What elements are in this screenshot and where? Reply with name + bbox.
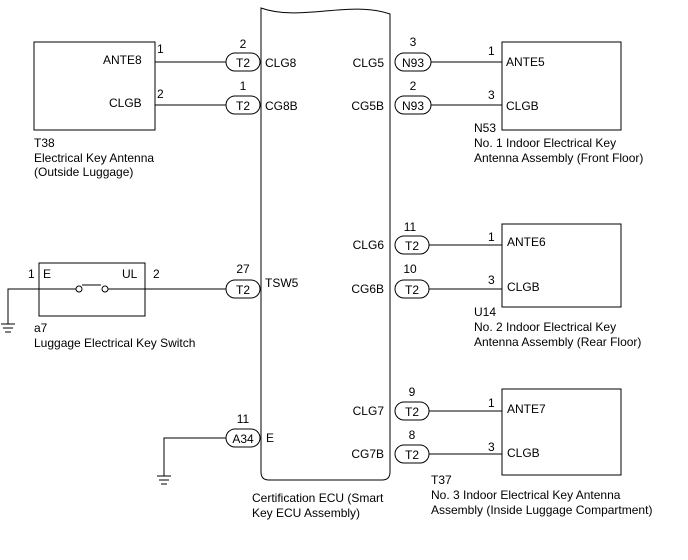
ecu-pin-cg8b: CG8B bbox=[265, 99, 298, 113]
u14-code: U14 bbox=[474, 305, 496, 319]
t37-terminal-ante7: ANTE7 bbox=[507, 402, 546, 416]
a7-terminal-ul: UL bbox=[122, 267, 138, 281]
ecu-pin-e: E bbox=[266, 431, 274, 445]
pin-t2-cg6b: 10 bbox=[403, 262, 417, 276]
connector-t2-cg6b-label: T2 bbox=[405, 283, 419, 297]
n53-pin-1: 1 bbox=[488, 44, 495, 58]
a7-terminal-e: E bbox=[43, 267, 51, 281]
t38-pin-1: 1 bbox=[157, 42, 164, 56]
t38-name-line2: (Outside Luggage) bbox=[34, 165, 133, 179]
connector-a34-e bbox=[225, 428, 261, 448]
n53-terminal-clgb: CLGB bbox=[506, 99, 539, 113]
a7-pin-right: 2 bbox=[153, 267, 160, 281]
u14-terminal-ante6: ANTE6 bbox=[507, 235, 546, 249]
connector-t2-tsw5 bbox=[225, 279, 261, 299]
n53-name-line1: No. 1 Indoor Electrical Key bbox=[474, 136, 616, 150]
n53-name-line2: Antenna Assembly (Front Floor) bbox=[474, 151, 643, 165]
t38-code: T38 bbox=[34, 136, 55, 150]
connector-a34-e-label: A34 bbox=[232, 432, 254, 446]
pin-t2-clg8: 2 bbox=[240, 37, 247, 51]
n53-terminal-ante5: ANTE5 bbox=[506, 55, 545, 69]
t38-pin-2: 2 bbox=[157, 87, 164, 101]
connector-t2-cg8b bbox=[225, 95, 261, 115]
ecu-label-line1: Certification ECU (Smart bbox=[252, 491, 384, 505]
ecu-pin-clg8: CLG8 bbox=[265, 56, 297, 70]
connector-t2-cg7b-label: T2 bbox=[405, 448, 419, 462]
pin-t2-clg6: 11 bbox=[404, 220, 417, 234]
u14-terminal-clgb: CLGB bbox=[507, 280, 540, 294]
a7-pin-left: 1 bbox=[28, 267, 35, 281]
wire-e-ground bbox=[163, 437, 226, 476]
a7-name: Luggage Electrical Key Switch bbox=[34, 336, 195, 350]
connector-n93-clg5-label: N93 bbox=[402, 56, 424, 70]
t37-name-line1: No. 3 Indoor Electrical Key Antenna bbox=[431, 488, 621, 502]
pin-t2-cg8b: 1 bbox=[240, 79, 247, 93]
t37-antenna-box bbox=[501, 388, 622, 476]
pin-t2-clg7: 9 bbox=[409, 385, 416, 399]
ecu-pin-cg7b: CG7B bbox=[351, 447, 384, 461]
u14-name-line2: Antenna Assembly (Rear Floor) bbox=[474, 335, 641, 349]
t38-terminal-clgb: CLGB bbox=[109, 96, 142, 110]
ecu-pin-clg6: CLG6 bbox=[353, 238, 385, 252]
connector-t2-clg8-label: T2 bbox=[236, 56, 250, 70]
u14-pin-1: 1 bbox=[488, 230, 495, 244]
ecu-pin-tsw5: TSW5 bbox=[265, 276, 299, 290]
t37-terminal-clgb: CLGB bbox=[507, 446, 540, 460]
a7-switch-contact-right bbox=[101, 285, 109, 293]
wire-a7-ground bbox=[7, 288, 39, 324]
pin-t2-tsw5: 27 bbox=[236, 262, 250, 276]
pin-n93-clg5: 3 bbox=[410, 35, 417, 49]
t37-pin-3: 3 bbox=[488, 440, 495, 454]
connector-t2-clg7-label: T2 bbox=[405, 405, 419, 419]
connector-t2-clg6-label: T2 bbox=[405, 239, 419, 253]
u14-name-line1: No. 2 Indoor Electrical Key bbox=[474, 320, 616, 334]
a7-switch-contact-left bbox=[75, 285, 83, 293]
n53-pin-3: 3 bbox=[488, 88, 495, 102]
ecu-pin-cg6b: CG6B bbox=[351, 282, 384, 296]
u14-antenna-box bbox=[501, 223, 622, 308]
a7-code: a7 bbox=[34, 321, 48, 335]
t38-terminal-ante8: ANTE8 bbox=[103, 53, 142, 67]
t37-pin-1: 1 bbox=[488, 396, 495, 410]
ecu-pin-clg5: CLG5 bbox=[353, 56, 385, 70]
n53-antenna-box bbox=[501, 41, 622, 131]
ecu-label-line2: Key ECU Assembly) bbox=[252, 506, 360, 520]
connector-n93-cg5b-label: N93 bbox=[402, 99, 424, 113]
ecu-pin-clg7: CLG7 bbox=[353, 404, 385, 418]
connector-t2-clg8 bbox=[225, 52, 261, 72]
pin-a34-e: 11 bbox=[237, 412, 250, 426]
connector-t2-tsw5-label: T2 bbox=[236, 283, 250, 297]
u14-pin-3: 3 bbox=[488, 273, 495, 287]
t37-code: T37 bbox=[431, 473, 452, 487]
connector-t2-cg8b-label: T2 bbox=[236, 99, 250, 113]
n53-code: N53 bbox=[474, 121, 496, 135]
pin-n93-cg5b: 2 bbox=[410, 79, 417, 93]
pin-t2-cg7b: 8 bbox=[409, 428, 416, 442]
ecu-body bbox=[260, 7, 391, 481]
t37-name-line2: Assembly (Inside Luggage Compartment) bbox=[431, 503, 652, 517]
ecu-pin-cg5b: CG5B bbox=[351, 99, 384, 113]
t38-name-line1: Electrical Key Antenna bbox=[34, 151, 154, 165]
t38-antenna-box bbox=[33, 41, 156, 131]
